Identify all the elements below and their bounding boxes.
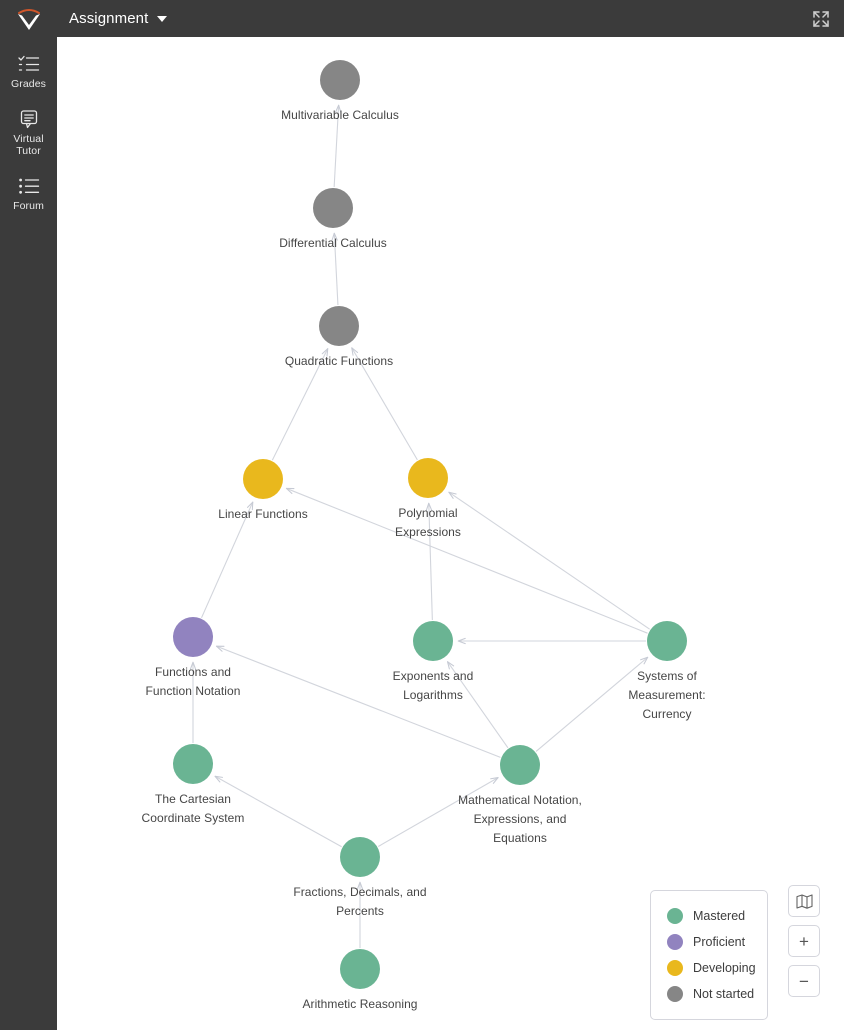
legend-item-developing: Developing <box>667 955 756 981</box>
graph-node[interactable] <box>340 949 380 989</box>
vretta-v-logo-icon <box>14 6 44 32</box>
graph-node[interactable] <box>647 621 687 661</box>
sidebar-item-forum[interactable]: Forum <box>0 167 57 222</box>
checklist-icon <box>17 55 39 71</box>
graph-edge <box>214 775 342 848</box>
graph-node[interactable] <box>319 306 359 346</box>
top-bar: Assignment <box>0 0 844 37</box>
graph-edge <box>201 501 254 619</box>
chevron-down-icon <box>157 15 168 22</box>
graph-edge <box>351 347 418 461</box>
legend-item-proficient: Proficient <box>667 929 753 955</box>
graph-edge <box>448 491 650 630</box>
graph-node[interactable] <box>173 744 213 784</box>
app-logo[interactable] <box>0 0 57 37</box>
zoom-in-button[interactable]: + <box>788 925 820 957</box>
graph-edge <box>425 502 433 621</box>
legend-dot <box>667 934 683 950</box>
node-layer <box>173 60 687 989</box>
graph-edge <box>285 487 648 634</box>
graph-node[interactable] <box>413 621 453 661</box>
graph-node[interactable] <box>320 60 360 100</box>
map-fold-icon <box>795 893 813 909</box>
legend-label: Mastered <box>693 909 746 923</box>
graph-node[interactable] <box>500 745 540 785</box>
graph-node[interactable] <box>173 617 213 657</box>
chat-bubble-icon <box>20 110 37 129</box>
legend-item-mastered: Mastered <box>667 903 753 929</box>
graph-edge <box>535 656 649 752</box>
graph-edge <box>331 232 339 306</box>
legend-label: Not started <box>693 987 755 1001</box>
graph-edge <box>215 645 501 758</box>
legend-panel: Mastered Proficient Developing Not start… <box>650 890 768 1020</box>
assignment-selector[interactable]: Assignment <box>69 10 168 27</box>
zoom-out-button[interactable]: − <box>788 965 820 997</box>
list-icon <box>18 178 39 194</box>
assignment-title: Assignment <box>69 10 149 27</box>
graph-edge <box>446 661 509 749</box>
sidebar-item-label: Grades <box>10 78 47 90</box>
graph-node[interactable] <box>313 188 353 228</box>
legend-dot <box>667 986 683 1002</box>
sidebar-item-grades[interactable]: Grades <box>0 45 57 100</box>
graph-node[interactable] <box>340 837 380 877</box>
graph-edge <box>271 348 329 461</box>
sidebar-item-label: Forum <box>13 200 44 212</box>
legend-item-not-started: Not started <box>667 981 755 1007</box>
graph-node[interactable] <box>408 458 448 498</box>
fullscreen-expand-icon[interactable] <box>812 10 830 28</box>
graph-edge <box>377 776 499 848</box>
edge-layer <box>189 104 650 948</box>
legend-dot <box>667 960 683 976</box>
map-controls: + − <box>788 885 820 997</box>
graph-edge <box>333 104 342 188</box>
graph-node[interactable] <box>243 459 283 499</box>
legend-label: Proficient <box>693 935 746 949</box>
legend-label: Developing <box>693 961 756 975</box>
legend-dot <box>667 908 683 924</box>
fit-to-view-button[interactable] <box>788 885 820 917</box>
knowledge-graph-svg <box>173 60 687 989</box>
